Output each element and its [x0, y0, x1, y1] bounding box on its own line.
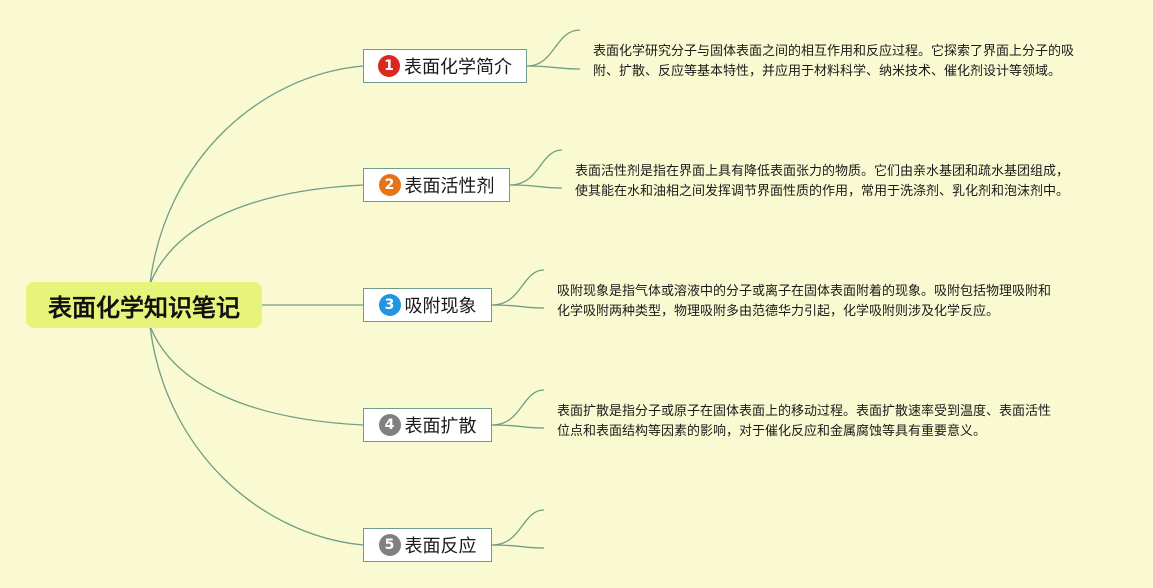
- connector-bracket-5: [491, 509, 545, 549]
- topic-label: 表面扩散: [404, 416, 477, 437]
- number-badge-icon: 5: [378, 534, 401, 556]
- topic-node-5[interactable]: 5 表面反应: [363, 528, 492, 562]
- root-node[interactable]: 表面化学知识笔记: [26, 282, 262, 328]
- connector-root-topic-4: [149, 325, 364, 426]
- topic-label: 表面反应: [404, 536, 477, 557]
- topic-node-3[interactable]: 3 吸附现象: [363, 288, 492, 322]
- connector-bracket-2: [509, 149, 563, 189]
- number-badge-icon: 2: [378, 174, 401, 196]
- connector-root-topic-1: [149, 65, 364, 285]
- connector-bracket-4: [491, 389, 545, 429]
- connector-root-topic-5: [149, 325, 364, 546]
- topic-node-1[interactable]: 1 表面化学简介: [363, 49, 527, 83]
- topic-label: 表面化学简介: [404, 57, 512, 78]
- connector-bracket-3: [491, 269, 545, 309]
- note-text-4: 表面扩散是指分子或原子在固体表面上的移动过程。表面扩散速率受到温度、表面活性位点…: [557, 404, 1052, 439]
- note-text-1: 表面化学研究分子与固体表面之间的相互作用和反应过程。它探索了界面上分子的吸附、扩…: [593, 44, 1075, 79]
- number-badge-icon: 4: [378, 414, 401, 436]
- topic-node-2[interactable]: 2 表面活性剂: [363, 168, 510, 202]
- topic-label: 吸附现象: [404, 296, 477, 317]
- note-text-3: 吸附现象是指气体或溶液中的分子或离子在固体表面附着的现象。吸附包括物理吸附和化学…: [557, 284, 1052, 319]
- topic-node-4[interactable]: 4 表面扩散: [363, 408, 492, 442]
- root-title: 表面化学知识笔记: [48, 293, 240, 322]
- number-badge-icon: 1: [378, 55, 400, 77]
- connector-root-topic-2: [149, 184, 364, 285]
- topic-label: 表面活性剂: [404, 176, 495, 197]
- number-badge-icon: 3: [378, 294, 401, 316]
- connector-bracket-1: [526, 29, 581, 70]
- note-text-2: 表面活性剂是指在界面上具有降低表面张力的物质。它们由亲水基团和疏水基团组成，使其…: [575, 164, 1070, 199]
